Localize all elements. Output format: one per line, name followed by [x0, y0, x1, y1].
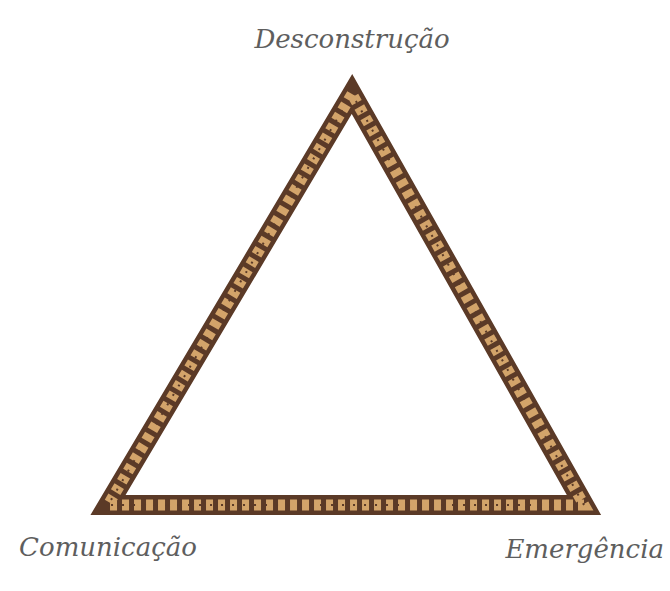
vertex-label: Emergência	[505, 534, 664, 565]
vertex-label: Desconstrução	[254, 24, 449, 55]
triangle-texture-fine	[108, 94, 584, 505]
triangle-texture	[108, 94, 584, 505]
triangle-outline	[108, 94, 584, 505]
vertex-label: Comunicação	[19, 532, 197, 563]
